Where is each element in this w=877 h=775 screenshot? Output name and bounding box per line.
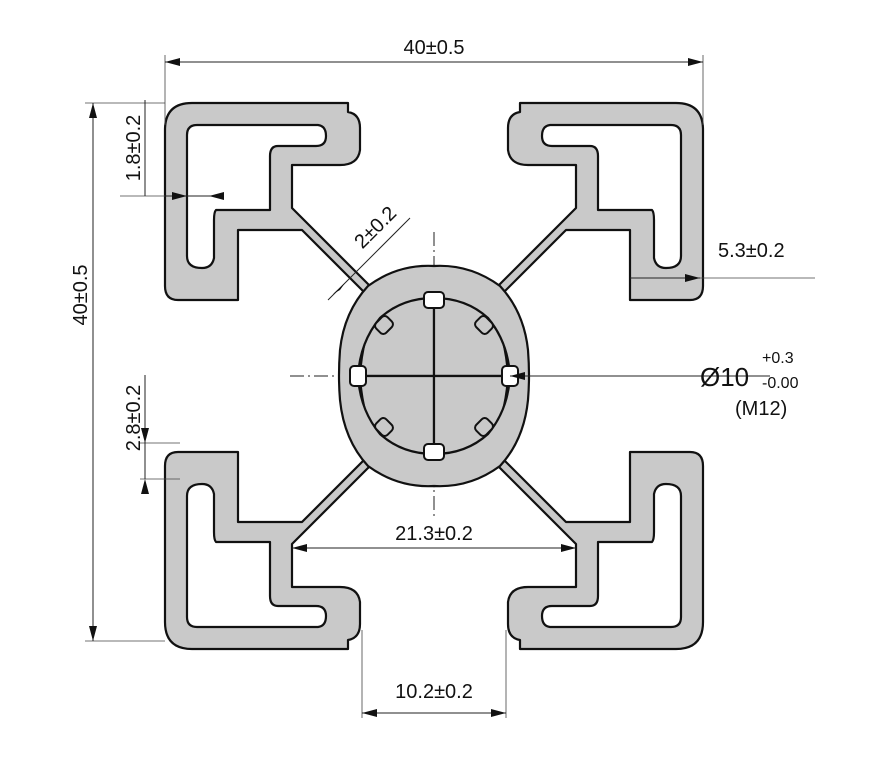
label-bore-diameter: Ø10 bbox=[700, 362, 749, 392]
label-overall-width: 40±0.5 bbox=[403, 37, 464, 59]
dim-overall-height: 40±0.5 bbox=[70, 102, 165, 642]
label-wall-top: 1.8±0.2 bbox=[123, 115, 145, 182]
label-bore-tol-upper: +0.3 bbox=[762, 350, 794, 367]
label-thread: (M12) bbox=[735, 398, 787, 420]
dim-slot-offset: 5.3±0.2 bbox=[630, 240, 815, 282]
dim-wall-top: 1.8±0.2 bbox=[120, 100, 224, 200]
dim-inner-span: 21.3±0.2 bbox=[292, 523, 576, 552]
dim-wall-side: 2.8±0.2 bbox=[123, 375, 180, 494]
dim-slot-width: 10.2±0.2 bbox=[361, 630, 507, 718]
label-bore-tol-lower: -0.00 bbox=[762, 375, 799, 392]
dim-overall-width: 40±0.5 bbox=[164, 37, 704, 125]
profile-quadrant-top-left bbox=[163, 101, 436, 378]
label-wall-side: 2.8±0.2 bbox=[123, 385, 145, 452]
label-slot-offset: 5.3±0.2 bbox=[718, 240, 785, 262]
profile-quadrant-bottom-right bbox=[432, 374, 705, 651]
profile-quadrant-top-right bbox=[432, 101, 705, 378]
profile-quadrant-bottom-left bbox=[163, 374, 436, 651]
label-slot-width: 10.2±0.2 bbox=[395, 681, 473, 703]
label-inner-span: 21.3±0.2 bbox=[395, 523, 473, 545]
label-overall-height: 40±0.5 bbox=[70, 264, 92, 325]
profile-cross-section bbox=[163, 101, 705, 651]
label-rib-thickness: 2±0.2 bbox=[350, 202, 401, 253]
bore-notches bbox=[349, 291, 519, 461]
dim-bore: Ø10 +0.3 -0.00 (M12) bbox=[510, 350, 799, 420]
